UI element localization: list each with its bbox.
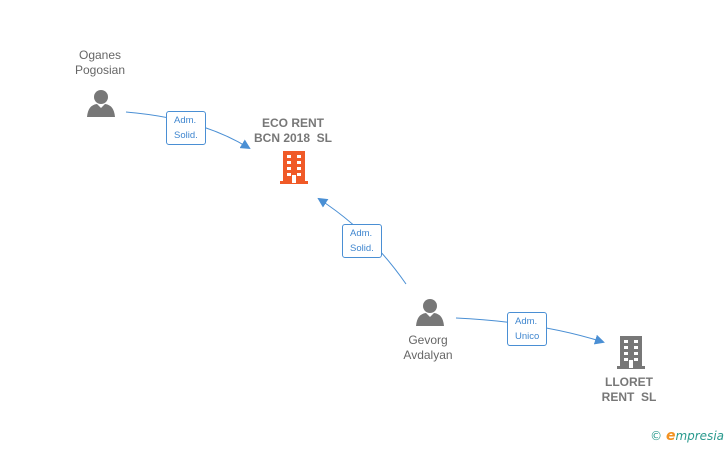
relation-type: Unico xyxy=(515,331,540,342)
building-icon[interactable] xyxy=(616,336,646,370)
relation-badge[interactable]: Adm. Solid. xyxy=(342,224,382,258)
relation-type: Solid. xyxy=(174,130,198,141)
empresia-logo: © empresia xyxy=(650,428,724,444)
building-icon[interactable] xyxy=(279,151,309,185)
logo-brand: mpresia xyxy=(675,429,724,443)
person-icon[interactable] xyxy=(415,297,445,327)
relation-badge[interactable]: Adm. Unico xyxy=(507,312,548,346)
person-icon[interactable] xyxy=(86,88,116,118)
company-name-lloret[interactable]: LLORET RENT SL xyxy=(601,375,657,404)
relation-role: Adm. xyxy=(350,228,373,239)
relation-role: Adm. xyxy=(515,316,538,327)
person-name-oganes[interactable]: Oganes Pogosian xyxy=(74,48,126,77)
relation-role: Adm. xyxy=(174,115,197,126)
relation-type: Solid. xyxy=(350,243,374,254)
copyright-icon: © xyxy=(650,429,663,443)
relation-badge[interactable]: Adm. Solid. xyxy=(166,111,206,145)
company-name-eco[interactable]: ECO RENT BCN 2018 SL xyxy=(253,116,333,145)
logo-e: e xyxy=(665,428,676,444)
person-name-gevorg[interactable]: Gevorg Avdalyan xyxy=(403,333,453,362)
